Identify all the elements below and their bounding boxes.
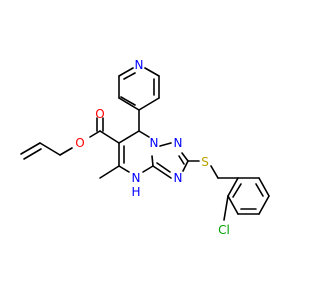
atom-n-triazole-1: N	[150, 136, 159, 150]
atom-n-pyridine: N	[135, 58, 144, 72]
bond-n2-c3-double-a	[181, 152, 189, 162]
bond-pyr-c4-c3	[118, 97, 140, 111]
bond-ph-c5-c6-inner	[255, 183, 264, 197]
bond-pyr-c2-n	[118, 67, 134, 77]
atom-labels: O O N N N N N H S Cl	[75, 58, 230, 237]
bond-c5-methyl	[99, 165, 120, 179]
molecule-structure: O O N N N N N H S Cl	[20, 58, 270, 237]
bond-ph-c1-c2	[227, 177, 239, 197]
bond-carbonyl-c6	[99, 130, 120, 144]
bond-ph-c1-c2-inner	[232, 183, 242, 198]
bond-nh-c5	[118, 165, 130, 173]
atom-h-nh: H	[131, 185, 140, 199]
bond-allyl-ch2-o	[59, 147, 73, 156]
bond-allyl-terminal-double	[20, 142, 41, 155]
bond-pyr-c4-c3-inner	[120, 96, 136, 106]
bond-pyr-c5-c4	[138, 97, 160, 111]
bond-o-carbonyl-c	[89, 130, 101, 138]
bond-n2-c3-double-b	[178, 155, 185, 165]
atom-n-triazole-3: N	[174, 171, 183, 185]
bond-n1-n2	[159, 142, 172, 147]
bond-n4-c8a-double-a	[152, 165, 172, 179]
bond-allyl-terminal-double-inner	[23, 148, 42, 160]
molecule-canvas: O O N N N N N H S Cl	[20, 58, 270, 237]
bond-pyr-c2-n-inner	[123, 72, 136, 80]
bond-ph-c4-c5	[258, 195, 270, 215]
atom-n-triazole-2: N	[174, 136, 183, 150]
bond-n4-c8a-double-b	[156, 162, 171, 173]
bond-c6-c7	[118, 130, 140, 144]
bond-ph-c5-c6	[258, 177, 270, 197]
bond-s-ch2	[210, 165, 219, 179]
bond-c7-n1	[138, 130, 150, 138]
atom-cl: Cl	[218, 223, 230, 237]
atom-o-ester: O	[75, 136, 84, 150]
bond-ph-c2-c3	[227, 195, 239, 215]
bond-n1-c8a	[151, 155, 154, 167]
bond-c8a-nh	[142, 165, 154, 173]
bond-allyl-ch-ch2	[39, 142, 61, 156]
atom-nh: N	[132, 171, 141, 185]
bond-c3-n4	[182, 160, 189, 172]
atom-o-carbonyl: O	[95, 107, 104, 121]
bonds	[20, 67, 270, 221]
bond-pyr-n-c6	[144, 67, 160, 77]
bond-ph-c2-cl	[223, 195, 229, 221]
atom-s-thioether: S	[201, 155, 209, 169]
